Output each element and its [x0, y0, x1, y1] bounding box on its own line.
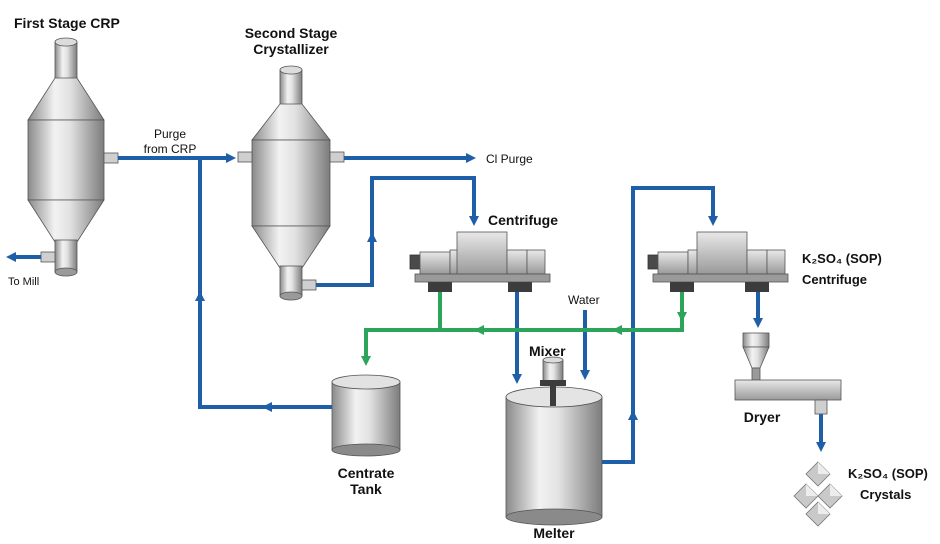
- to-mill-label: To Mill: [8, 276, 39, 288]
- cl-purge-label: Cl Purge: [486, 152, 533, 166]
- crystallizer-to-centrifuge-line: [316, 176, 479, 287]
- second-stage-label: Second Stage: [245, 25, 338, 41]
- first-stage-crp-vessel: [27, 37, 119, 277]
- mixer-label: Mixer: [529, 343, 566, 359]
- tank-label: Tank: [350, 481, 382, 497]
- sop-centrifuge-label-2: Centrifuge: [802, 272, 867, 287]
- diamond-cluster-icon: [793, 461, 843, 527]
- dryer: [734, 332, 842, 415]
- second-stage-crystallizer-vessel: [237, 65, 345, 301]
- centrate-arrowheads: [474, 312, 687, 335]
- recycle-arrowheads: [195, 232, 638, 420]
- sop-centrifuge: [647, 231, 789, 292]
- dryer-label: Dryer: [744, 409, 781, 425]
- centrifuge-label: Centrifuge: [488, 212, 558, 228]
- purge-label: Purge: [154, 127, 186, 141]
- process-flow-lines: [6, 153, 826, 464]
- mixer-motor: [540, 356, 566, 406]
- crystallizer-label: Crystallizer: [253, 41, 329, 57]
- melter-label: Melter: [533, 525, 575, 541]
- first-stage-crp-label: First Stage CRP: [14, 15, 120, 31]
- crystals-label-2: Crystals: [860, 487, 911, 502]
- centrate-flow-lines: [361, 292, 684, 366]
- centrate-recycle-line: [198, 158, 332, 409]
- centrifuge-1: [409, 231, 551, 292]
- centrate-main-line: [361, 292, 684, 366]
- crystals-label-1: K₂SO₄ (SOP): [848, 466, 928, 481]
- water-label: Water: [568, 293, 600, 307]
- melter-to-sop-centrifuge-line: [602, 186, 718, 464]
- from-crp-label: from CRP: [144, 142, 197, 156]
- melter-tank: [505, 386, 603, 526]
- centrate-label: Centrate: [338, 465, 395, 481]
- sop-centrifuge-label-1: K₂SO₄ (SOP): [802, 251, 882, 266]
- centrate-tank: [331, 374, 401, 457]
